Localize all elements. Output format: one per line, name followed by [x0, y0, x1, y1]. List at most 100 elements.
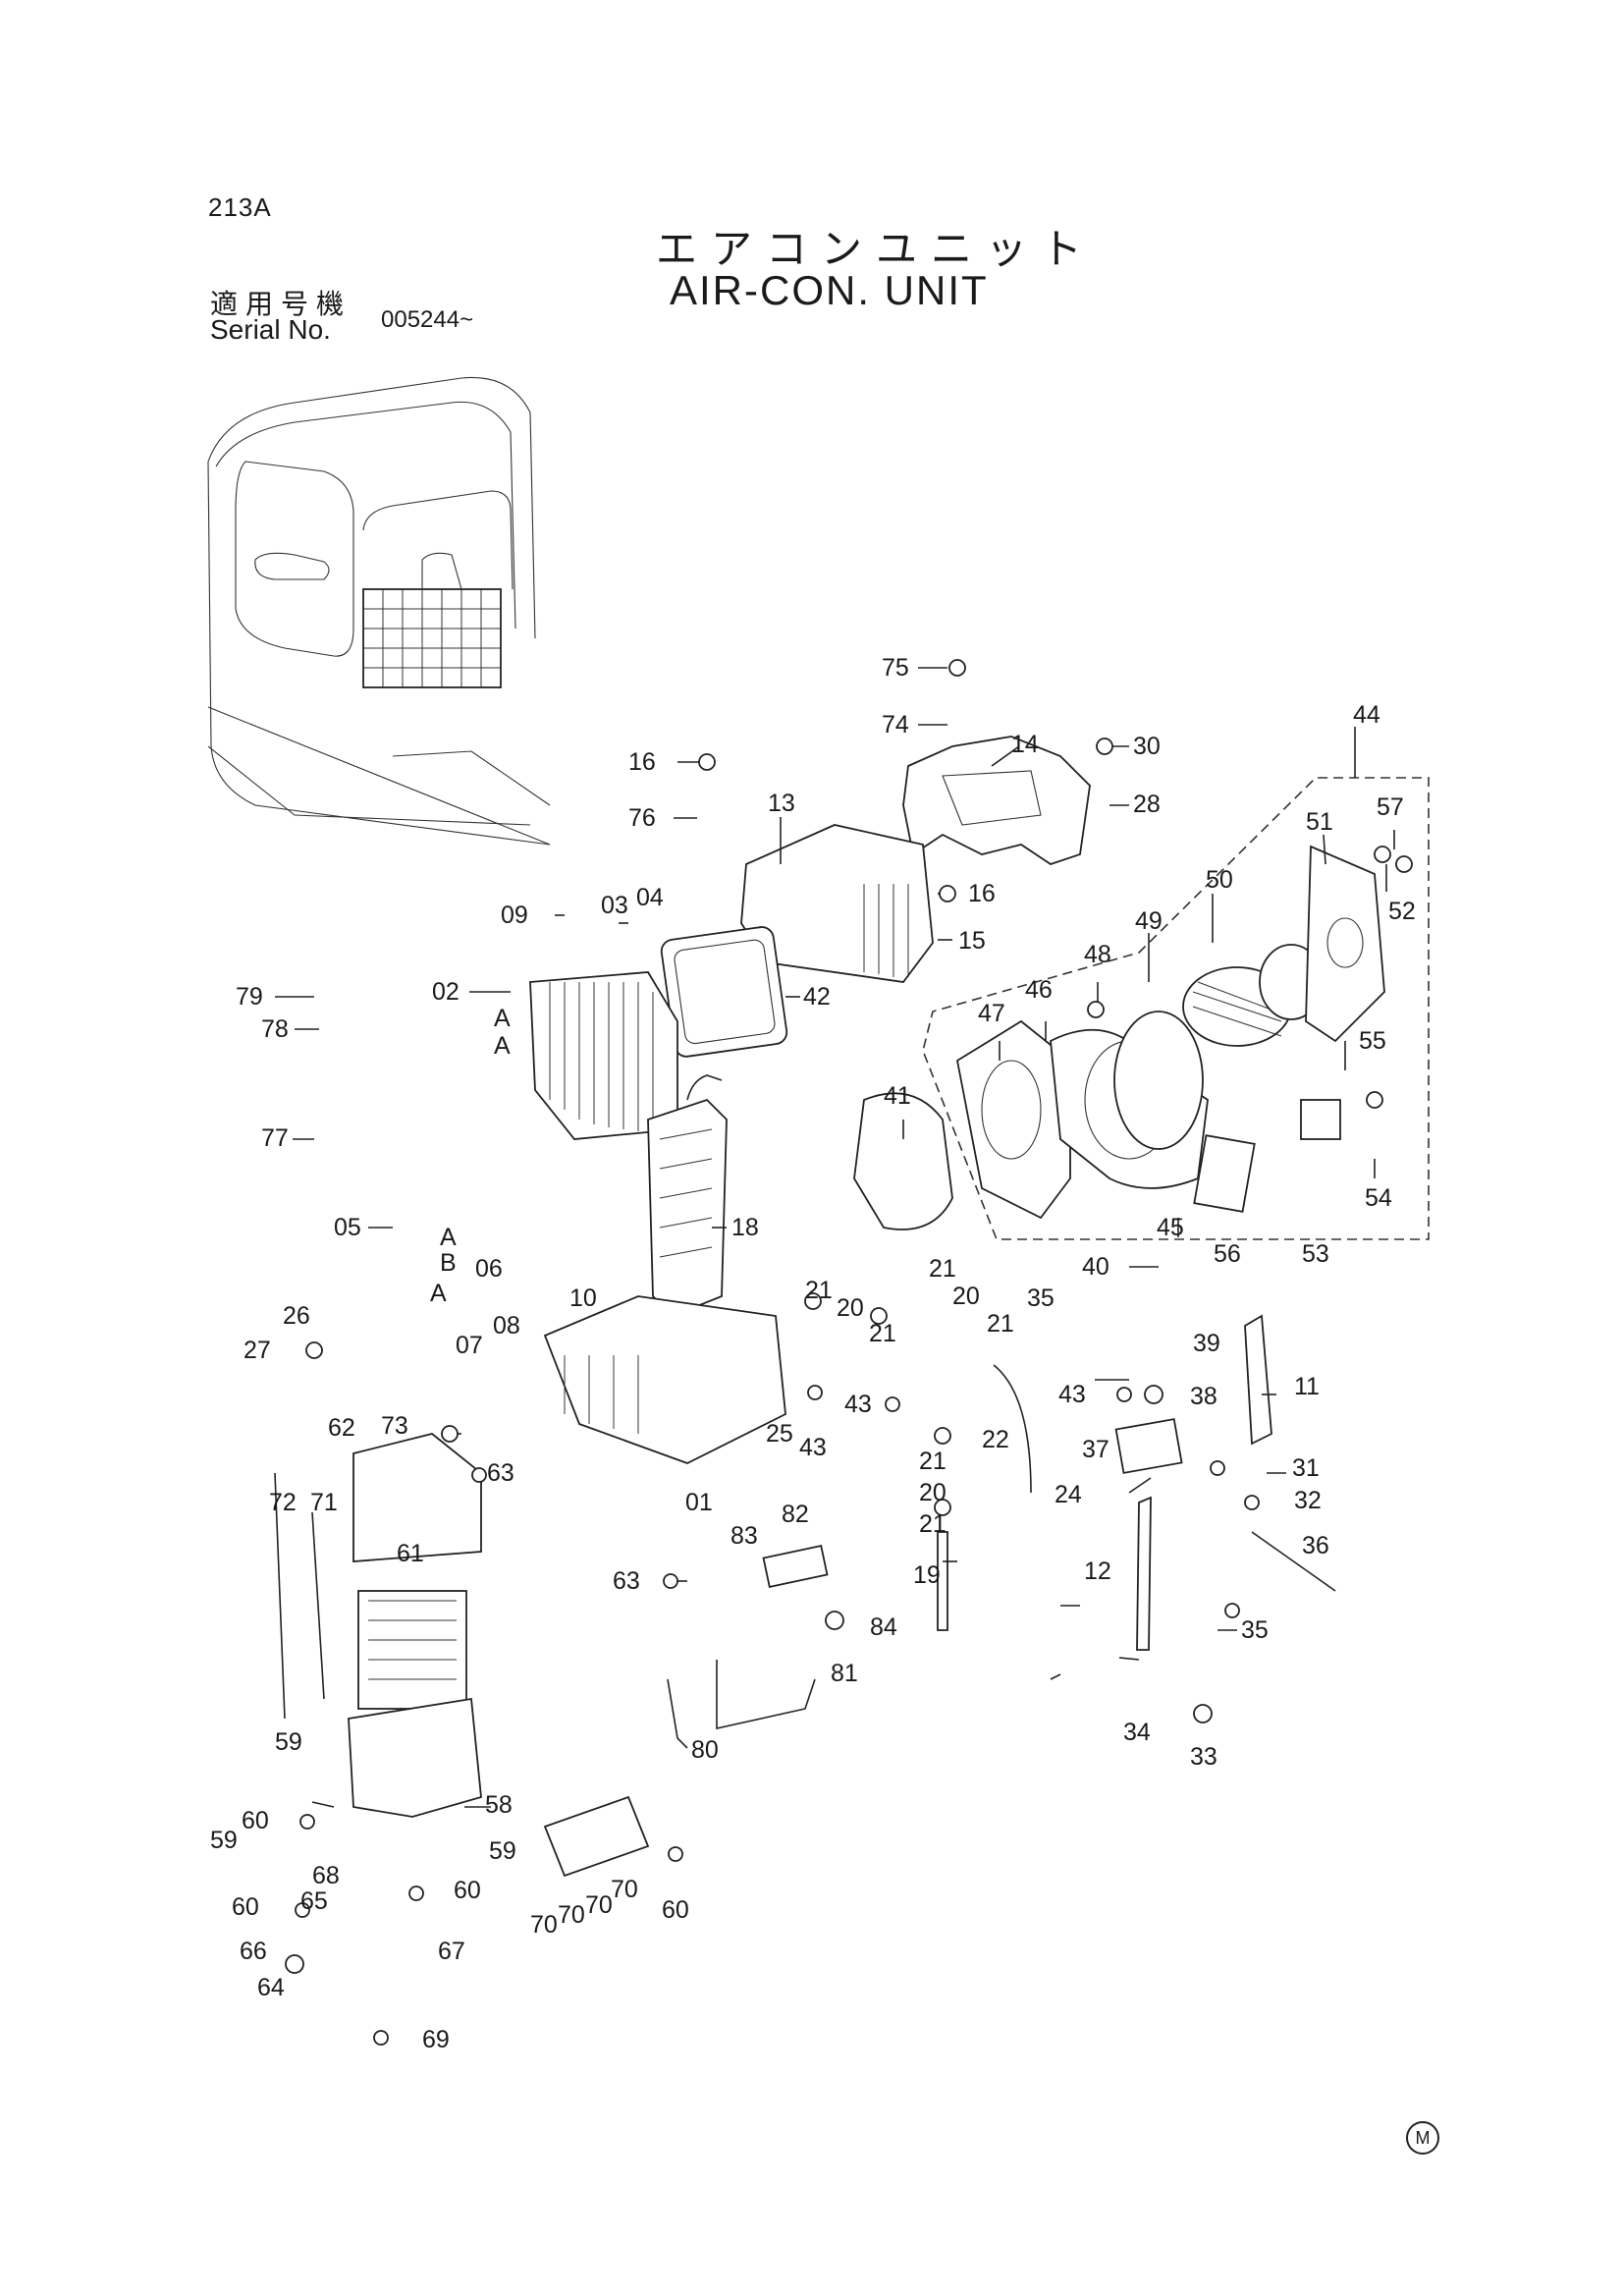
callout-21: 21: [929, 1255, 956, 1283]
callout-B: B: [440, 1249, 457, 1277]
callout-20: 20: [837, 1294, 864, 1322]
callout-18: 18: [731, 1214, 759, 1241]
callout-70: 70: [585, 1891, 613, 1919]
page-title-en: AIR-CON. UNIT: [670, 267, 989, 313]
part-18-heater-core: [647, 1074, 728, 1318]
callout-28: 28: [1133, 791, 1161, 818]
callout-71: 71: [310, 1489, 338, 1516]
callout-60: 60: [242, 1807, 269, 1834]
callout-63: 63: [487, 1459, 514, 1487]
part-62-cover: [352, 1433, 482, 1562]
callout-20: 20: [952, 1283, 980, 1310]
callout-81: 81: [831, 1660, 858, 1687]
callout-14: 14: [1011, 731, 1039, 758]
callout-03: 03: [601, 892, 628, 919]
callout-47: 47: [978, 1000, 1005, 1027]
callout-43: 43: [1058, 1381, 1086, 1408]
callout-50: 50: [1206, 866, 1233, 894]
callout-34: 34: [1123, 1719, 1151, 1746]
callout-70: 70: [558, 1901, 585, 1929]
callout-30: 30: [1133, 733, 1161, 760]
callout-61: 61: [397, 1540, 424, 1567]
callout-46: 46: [1025, 976, 1053, 1004]
callout-12: 12: [1084, 1558, 1111, 1585]
callout-38: 38: [1190, 1383, 1217, 1410]
callout-21: 21: [919, 1448, 947, 1475]
callout-01: 01: [685, 1489, 713, 1516]
callout-42: 42: [803, 983, 831, 1011]
callout-70: 70: [611, 1876, 638, 1903]
callout-22: 22: [982, 1426, 1009, 1453]
part-56-filter: [1193, 1134, 1256, 1213]
callout-51: 51: [1306, 808, 1333, 836]
callout-25: 25: [766, 1420, 793, 1448]
callout-73: 73: [381, 1412, 408, 1440]
callout-20: 20: [919, 1479, 947, 1506]
callout-36: 36: [1302, 1532, 1329, 1559]
callout-44: 44: [1353, 701, 1380, 729]
part-37-servo-motor: [1114, 1418, 1183, 1474]
callout-75: 75: [882, 654, 909, 682]
part-02-evaporator: [529, 971, 678, 1140]
callout-21: 21: [919, 1510, 947, 1538]
callout-40: 40: [1082, 1253, 1109, 1281]
callout-33: 33: [1190, 1743, 1217, 1771]
callout-39: 39: [1193, 1330, 1220, 1357]
callout-57: 57: [1377, 793, 1404, 821]
callout-72: 72: [269, 1489, 297, 1516]
callout-11: 11: [1294, 1373, 1320, 1400]
callout-32: 32: [1294, 1487, 1322, 1514]
part-42-gasket: [660, 926, 788, 1058]
callout-A: A: [430, 1280, 447, 1307]
callout-21: 21: [805, 1277, 833, 1304]
callout-69: 69: [422, 2026, 450, 2053]
part-36-rod: [1251, 1531, 1336, 1592]
part-71-seal: [311, 1511, 325, 1700]
callout-05: 05: [334, 1214, 361, 1241]
callout-04: 04: [636, 884, 664, 911]
callout-02: 02: [432, 978, 460, 1006]
part-19-pipe: [937, 1531, 948, 1631]
callout-59: 59: [210, 1827, 238, 1854]
callout-24: 24: [1055, 1481, 1082, 1508]
callout-35: 35: [1027, 1285, 1055, 1312]
part-51-motor-plate: [1305, 845, 1385, 1043]
callout-59: 59: [275, 1728, 302, 1756]
callout-67: 67: [438, 1938, 465, 1965]
callout-07: 07: [456, 1332, 483, 1359]
page-title-jp: エアコンユニット: [656, 225, 1097, 273]
part-70-relay-block: [543, 1795, 650, 1878]
blower-assembly-frame: [922, 777, 1430, 1240]
part-41-gasket: [853, 1092, 953, 1230]
callout-84: 84: [870, 1613, 897, 1641]
callout-49: 49: [1135, 907, 1163, 935]
callout-60: 60: [232, 1893, 259, 1921]
callout-54: 54: [1365, 1184, 1392, 1212]
callout-A: A: [440, 1224, 457, 1251]
callout-58: 58: [485, 1791, 513, 1819]
part-80-harness: [667, 1678, 688, 1749]
page-code: 213A: [208, 192, 272, 222]
callout-A: A: [494, 1032, 511, 1060]
callout-15: 15: [958, 927, 986, 955]
part-50-blower-fan: [1182, 944, 1324, 1047]
serial-label-en: Serial No.: [210, 314, 331, 345]
callout-56: 56: [1214, 1240, 1241, 1268]
callout-66: 66: [240, 1938, 267, 1965]
callout-43: 43: [799, 1434, 827, 1461]
callout-79: 79: [236, 983, 263, 1011]
callout-41: 41: [884, 1082, 911, 1110]
callout-78: 78: [261, 1015, 289, 1043]
callout-48: 48: [1084, 941, 1111, 968]
callout-63: 63: [613, 1567, 640, 1595]
callout-37: 37: [1082, 1436, 1109, 1463]
callout-10: 10: [569, 1285, 597, 1312]
part-01-lower-case: [543, 1295, 786, 1464]
callout-13: 13: [768, 790, 795, 817]
callout-A: A: [494, 1005, 511, 1032]
callout-21: 21: [869, 1320, 896, 1347]
serial-value: 005244~: [381, 306, 474, 333]
callout-65: 65: [300, 1887, 328, 1915]
part-72-seal: [274, 1472, 286, 1720]
